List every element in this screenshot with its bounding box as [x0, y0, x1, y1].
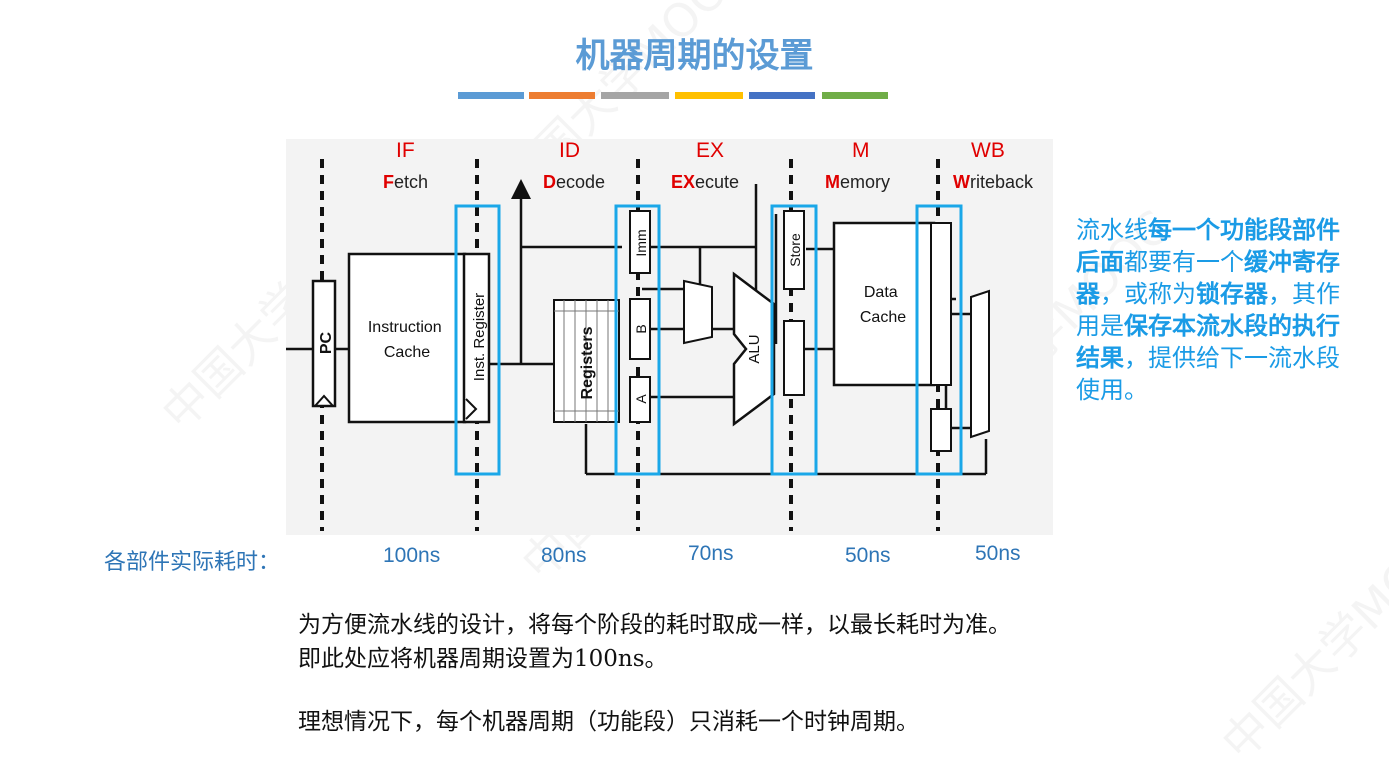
buffer-register-highlights — [454, 204, 963, 476]
data-cache-label: Data Cache — [860, 284, 906, 326]
watermark: 中国大学MOOC — [1205, 494, 1389, 772]
stage-wb-label: WB — [971, 139, 1005, 162]
title-bar-segment — [601, 92, 669, 99]
title-bar-segment — [675, 92, 743, 99]
title-bar-segment — [822, 92, 888, 99]
alu-input-mux — [683, 279, 713, 345]
b-latch — [629, 298, 651, 360]
alu — [732, 271, 776, 427]
side-note: 流水线每一个功能段部件后面都要有一个缓冲寄存器，或称为锁存器，其作用是保存本流水… — [1076, 216, 1340, 404]
pc-register — [311, 279, 337, 408]
timing-label: 各部件实际耗时： — [104, 550, 281, 575]
body-line-2: 即此处应将机器周期设置为100ns。 — [298, 646, 668, 672]
timing-value-if: 100ns — [383, 544, 441, 567]
stage-m-label: M — [852, 139, 870, 162]
stage-if-label: IF — [396, 139, 415, 162]
a-label: A — [633, 394, 649, 404]
writeback-mux — [970, 289, 990, 439]
instruction-register — [462, 252, 491, 424]
instruction-cache-label: Instruction Cache — [368, 319, 446, 361]
instruction-cache — [347, 252, 467, 424]
timing-value-m: 50ns — [845, 544, 891, 567]
stage-separator-lines — [320, 159, 940, 531]
timing-value-id: 80ns — [541, 544, 587, 567]
instruction-register-label: Inst. Register — [471, 293, 488, 381]
title-bar-segment — [529, 92, 595, 99]
wb-latch-lower — [930, 408, 952, 452]
store-latch — [783, 210, 805, 290]
wb-latch-upper — [930, 222, 952, 386]
body-line-3: 理想情况下，每个机器周期（功能段）只消耗一个时钟周期。 — [298, 709, 919, 735]
title-bar-segment — [749, 92, 815, 99]
highlight-box — [614, 204, 661, 476]
timing-value-ex: 70ns — [688, 542, 734, 565]
store-label: Store — [787, 233, 803, 267]
body-line-1: 为方便流水线的设计，将每个阶段的耗时取成一样，以最长耗时为准。 — [298, 612, 1011, 638]
highlight-box — [770, 204, 818, 476]
register-file: Registers — [553, 299, 620, 423]
data-cache — [832, 221, 936, 387]
pipeline-diagram: PC Instruction Cache Inst. Register Regi… — [286, 159, 990, 531]
highlight-box — [454, 204, 501, 476]
pc-label: PC — [318, 331, 335, 354]
alu-label: ALU — [746, 334, 763, 363]
a-latch — [629, 376, 651, 423]
imm-label: Imm — [633, 229, 649, 256]
stage-decode-name: Decode — [543, 172, 606, 192]
stage-id-label: ID — [559, 139, 580, 162]
stage-execute-name: EXecute — [671, 172, 740, 192]
timing-value-wb: 50ns — [975, 542, 1021, 565]
stage-writeback-name: Writeback — [953, 172, 1034, 192]
highlight-box — [915, 204, 963, 476]
stage-fetch-name: Fetch — [383, 172, 429, 192]
b-label: B — [633, 324, 649, 333]
title-bar-segment — [458, 92, 524, 99]
alu-output-latch — [783, 320, 805, 396]
stage-memory-name: Memory — [825, 172, 891, 192]
page-title: 机器周期的设置 — [575, 36, 814, 76]
stage-ex-label: EX — [696, 139, 725, 162]
registers-label: Registers — [579, 326, 596, 399]
imm-latch — [629, 210, 651, 274]
